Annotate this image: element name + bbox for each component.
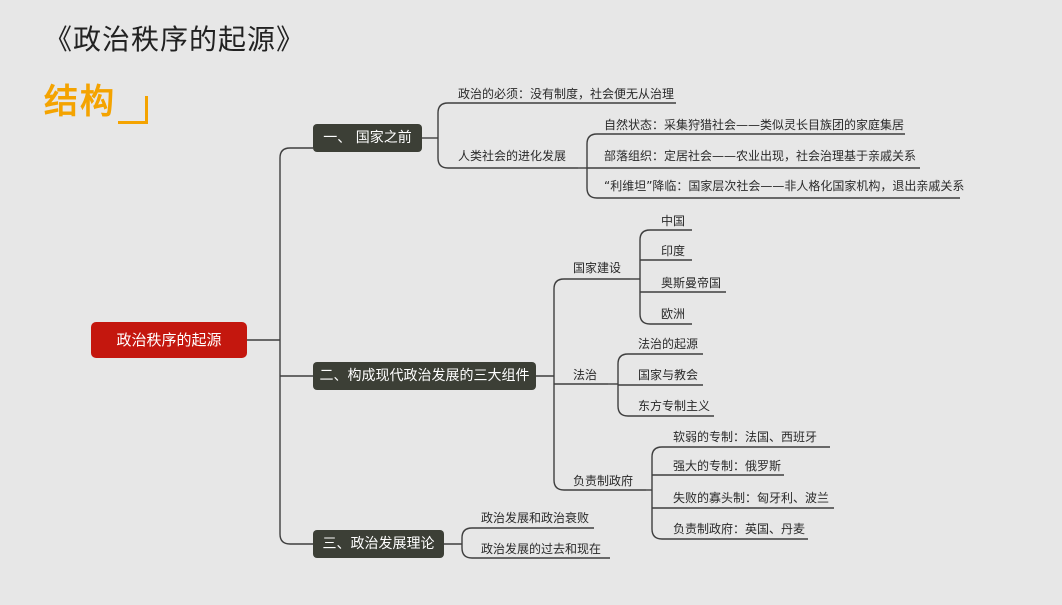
node-state-building[interactable]: 国家建设 bbox=[573, 261, 622, 275]
node-natural-state[interactable]: 自然状态：采集狩猎社会——类似灵长目族团的家庭集居 bbox=[604, 118, 905, 132]
branch-node-three-components[interactable]: 二、构成现代政治发展的三大组件 bbox=[313, 362, 536, 390]
node-past-present[interactable]: 政治发展的过去和现在 bbox=[481, 542, 602, 556]
node-india[interactable]: 印度 bbox=[661, 244, 686, 258]
node-development-decay[interactable]: 政治发展和政治衰败 bbox=[481, 511, 590, 525]
node-europe[interactable]: 欧洲 bbox=[661, 307, 686, 321]
node-strong-absolutism[interactable]: 强大的专制：俄罗斯 bbox=[673, 459, 782, 473]
page-title: 《政治秩序的起源》 bbox=[44, 23, 306, 56]
node-accountable-examples[interactable]: 负责制政府：英国、丹麦 bbox=[673, 522, 806, 536]
node-accountable-government[interactable]: 负责制政府 bbox=[573, 474, 634, 488]
root-node[interactable]: 政治秩序的起源 bbox=[91, 322, 247, 358]
node-oriental-despotism[interactable]: 东方专制主义 bbox=[638, 399, 711, 413]
node-leviathan[interactable]: “利维坦”降临：国家层次社会——非人格化国家机构，退出亲戚关系 bbox=[604, 179, 965, 193]
node-weak-absolutism[interactable]: 软弱的专制：法国、西班牙 bbox=[673, 430, 818, 444]
branch-node-theory[interactable]: 三、政治发展理论 bbox=[313, 530, 444, 558]
node-failed-oligarchy[interactable]: 失败的寡头制：匈牙利、波兰 bbox=[673, 491, 830, 505]
section-corner-bracket bbox=[118, 96, 148, 124]
node-tribal-organization[interactable]: 部落组织：定居社会——农业出现，社会治理基于亲戚关系 bbox=[604, 149, 917, 163]
node-ottoman[interactable]: 奥斯曼帝国 bbox=[661, 276, 722, 290]
section-label: 结构 bbox=[44, 82, 116, 122]
branch-node-before-state[interactable]: 一、 国家之前 bbox=[313, 124, 422, 152]
node-law-origin[interactable]: 法治的起源 bbox=[638, 337, 699, 351]
node-social-evolution[interactable]: 人类社会的进化发展 bbox=[458, 149, 567, 163]
node-state-church[interactable]: 国家与教会 bbox=[638, 368, 699, 382]
node-china[interactable]: 中国 bbox=[661, 214, 686, 228]
node-political-necessity[interactable]: 政治的必须：没有制度，社会便无从治理 bbox=[458, 87, 675, 101]
node-rule-of-law[interactable]: 法治 bbox=[573, 368, 598, 382]
